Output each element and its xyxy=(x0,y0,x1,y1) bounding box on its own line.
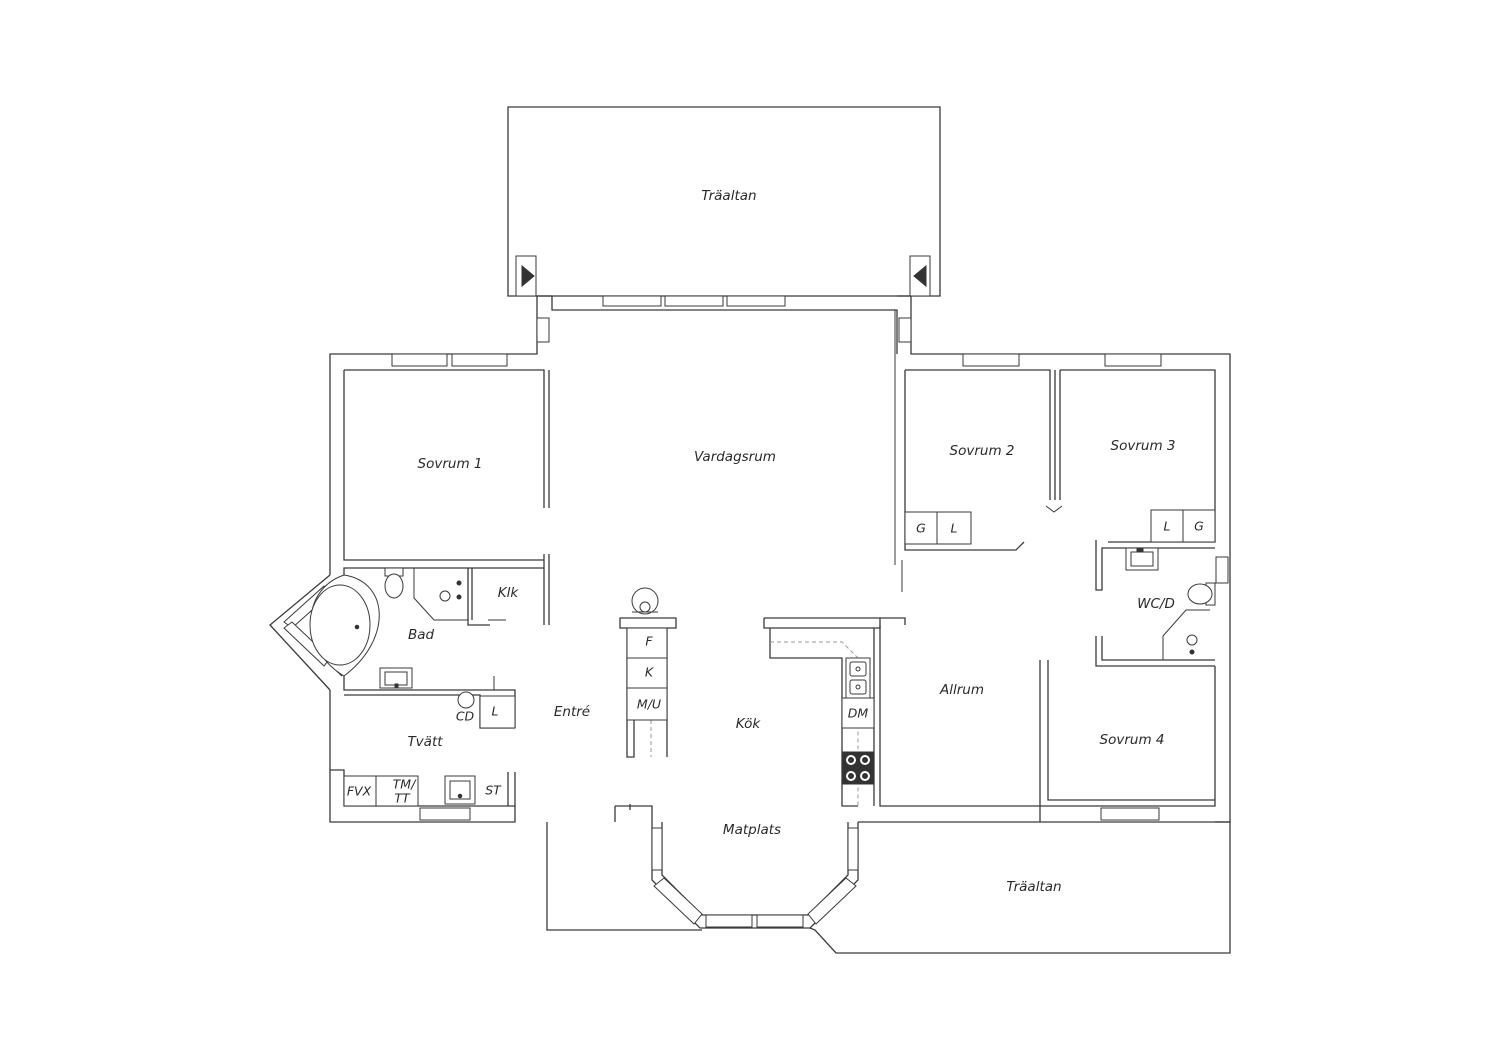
fixture-labels: G L L G F K M/U DM CD L FVX TM/ TT ST xyxy=(347,519,1204,806)
fixture-label-washer-dryer: TM/ xyxy=(393,777,417,792)
sink-icon xyxy=(384,671,408,686)
shower-icon xyxy=(1186,634,1198,646)
room-label-closet: Klk xyxy=(498,585,520,601)
room-label-wc-shower: WC/D xyxy=(1137,596,1175,612)
fixture-label-dryer-cabinet: CD xyxy=(456,709,475,724)
sink-icon xyxy=(1130,551,1154,567)
room-label-living: Vardagsrum xyxy=(694,449,776,465)
room-label-bathroom: Bad xyxy=(408,627,435,643)
utility-sink-icon xyxy=(449,780,471,800)
fixture-label-wardrobe: G xyxy=(1194,519,1204,534)
room-label-dining: Matplats xyxy=(723,822,781,838)
fixture-label-dishwasher: DM xyxy=(848,706,869,721)
fireplace-icon xyxy=(631,587,659,615)
fixture-label-oven: M/U xyxy=(637,697,661,712)
kitchen-sink-icon xyxy=(849,661,867,677)
fixture-label-storage: ST xyxy=(485,783,502,798)
room-label-deck-top: Träaltan xyxy=(701,188,756,204)
room-labels: Vardagsrum Sovrum 1 Sovrum 2 Sovrum 3 So… xyxy=(407,438,1175,895)
fixture-label-wardrobe: G xyxy=(916,521,926,536)
room-label-entrance: Entré xyxy=(554,704,590,720)
room-label-bedroom1: Sovrum 1 xyxy=(418,456,483,472)
room-label-kitchen: Kök xyxy=(736,716,762,732)
fixture-label-freezer: K xyxy=(645,665,655,680)
room-label-bedroom3: Sovrum 3 xyxy=(1111,438,1176,454)
toilet-icon xyxy=(384,573,404,599)
dryer-cabinet-icon xyxy=(457,691,475,709)
fixture-label-fridge: F xyxy=(645,634,653,649)
bathtub-icon xyxy=(309,584,371,666)
outer-walls xyxy=(269,295,1231,954)
interior-walls xyxy=(330,310,1216,822)
cabinets xyxy=(343,509,1216,807)
room-label-family-room: Allrum xyxy=(939,682,984,698)
room-label-deck-bottom: Träaltan xyxy=(1006,879,1061,895)
room-label-laundry: Tvätt xyxy=(407,734,443,750)
shower-icon xyxy=(439,590,451,602)
fixture-label-linen: L xyxy=(951,521,958,536)
fixtures xyxy=(309,547,1216,805)
fixture-label-laundry-linen: L xyxy=(492,704,499,719)
windows xyxy=(283,295,1229,928)
fixture-label-linen: L xyxy=(1164,519,1171,534)
room-label-bedroom4: Sovrum 4 xyxy=(1100,732,1165,748)
fixture-label-freezer-chest: FVX xyxy=(347,784,372,799)
deck-top: Träaltan xyxy=(507,106,941,297)
toilet-icon xyxy=(1187,583,1213,605)
fixture-label-washer-dryer: TT xyxy=(394,791,411,806)
room-label-bedroom2: Sovrum 2 xyxy=(950,443,1015,459)
door-arrow-icon xyxy=(913,264,927,288)
door-arrow-icon xyxy=(521,264,535,288)
